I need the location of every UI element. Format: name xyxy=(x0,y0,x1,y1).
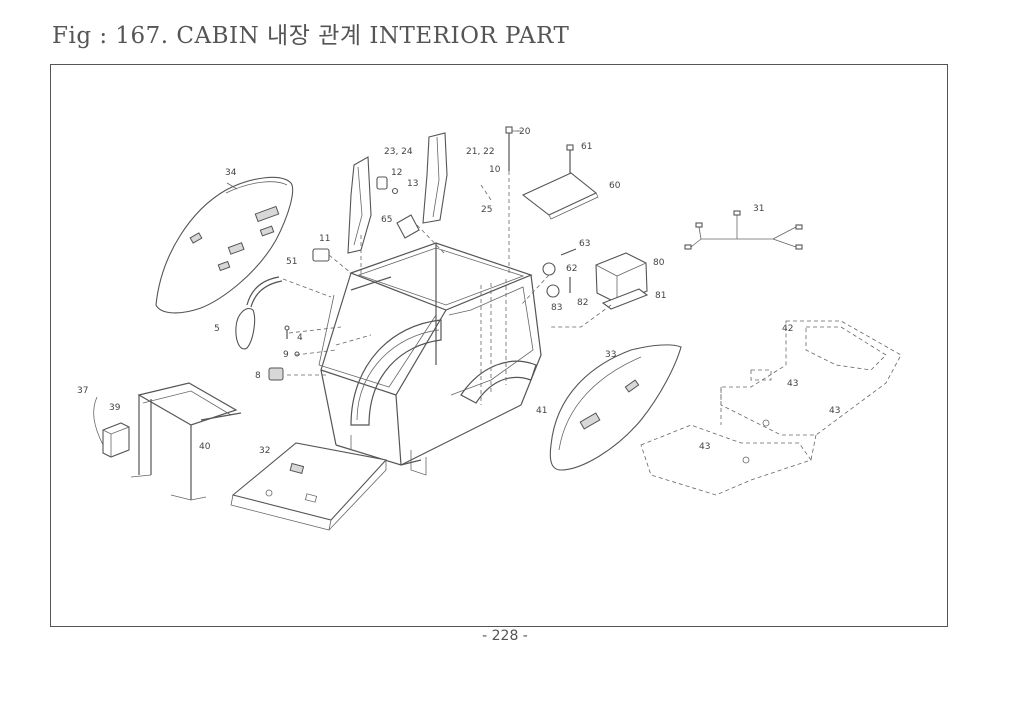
callout-43-b: 43 xyxy=(829,406,840,416)
cabin-frame xyxy=(318,242,542,476)
callout-32: 32 xyxy=(259,446,270,456)
diagram-frame: 20 61 10 23, 24 21, 22 12 13 60 34 25 65… xyxy=(50,64,948,627)
part-34-left-panel xyxy=(155,176,294,314)
callout-65: 65 xyxy=(381,215,392,225)
part-11-lamp xyxy=(312,248,330,262)
callout-62: 62 xyxy=(566,264,577,274)
callout-5: 5 xyxy=(214,324,220,334)
callout-83: 83 xyxy=(551,303,562,313)
part-51-handle xyxy=(246,276,283,308)
callout-80: 80 xyxy=(653,258,665,268)
part-8-switch xyxy=(268,367,284,381)
part-4-screw xyxy=(284,325,290,339)
callout-9: 9 xyxy=(283,350,289,360)
callout-labels: 20 61 10 23, 24 21, 22 12 13 60 34 25 65… xyxy=(77,127,840,456)
callout-43-a: 43 xyxy=(787,379,798,389)
callout-25: 25 xyxy=(481,205,492,215)
callout-40: 40 xyxy=(199,442,211,452)
callout-23-24: 23, 24 xyxy=(384,147,413,157)
callout-41: 41 xyxy=(536,406,547,416)
callout-60: 60 xyxy=(609,181,621,191)
callout-12: 12 xyxy=(391,168,402,178)
figure-title: Fig : 167. CABIN 내장 관계 INTERIOR PART xyxy=(52,23,570,49)
part-39-tank xyxy=(93,396,130,458)
callout-82: 82 xyxy=(577,298,588,308)
exploded-parts-diagram: 20 61 10 23, 24 21, 22 12 13 60 34 25 65… xyxy=(77,126,902,531)
part-60-plate xyxy=(521,144,599,220)
callout-39: 39 xyxy=(109,403,121,413)
callout-8: 8 xyxy=(255,371,261,381)
part-42-floor-mat xyxy=(640,320,902,496)
part-21-pillar xyxy=(422,132,448,224)
callout-43-c: 43 xyxy=(699,442,710,452)
callout-20: 20 xyxy=(519,127,531,137)
callout-81: 81 xyxy=(655,291,666,301)
part-9-nut xyxy=(294,351,300,357)
callout-37: 37 xyxy=(77,386,88,396)
part-31-harness xyxy=(684,210,803,250)
callout-34: 34 xyxy=(225,168,237,178)
part-23-pillar xyxy=(347,156,372,254)
callout-61: 61 xyxy=(581,142,592,152)
part-62-knob xyxy=(542,248,577,298)
leader-lines xyxy=(226,130,612,376)
part-5-cover xyxy=(235,308,256,350)
part-40-bracket xyxy=(130,382,242,501)
part-20-bolt xyxy=(505,126,519,171)
callout-21-22: 21, 22 xyxy=(466,147,495,157)
callout-63: 63 xyxy=(579,239,590,249)
part-32-floor-plate xyxy=(230,442,388,531)
callout-13: 13 xyxy=(407,179,418,189)
page-number: - 228 - xyxy=(482,628,528,644)
part-33-right-panel xyxy=(549,344,682,471)
callout-10: 10 xyxy=(489,165,501,175)
callout-11: 11 xyxy=(319,234,330,244)
callout-42: 42 xyxy=(782,324,793,334)
callout-51: 51 xyxy=(286,257,297,267)
callout-31: 31 xyxy=(753,204,764,214)
part-12-bracket xyxy=(376,176,399,195)
callout-33: 33 xyxy=(605,350,616,360)
part-65-mirror xyxy=(396,214,420,239)
callout-4: 4 xyxy=(297,333,303,343)
